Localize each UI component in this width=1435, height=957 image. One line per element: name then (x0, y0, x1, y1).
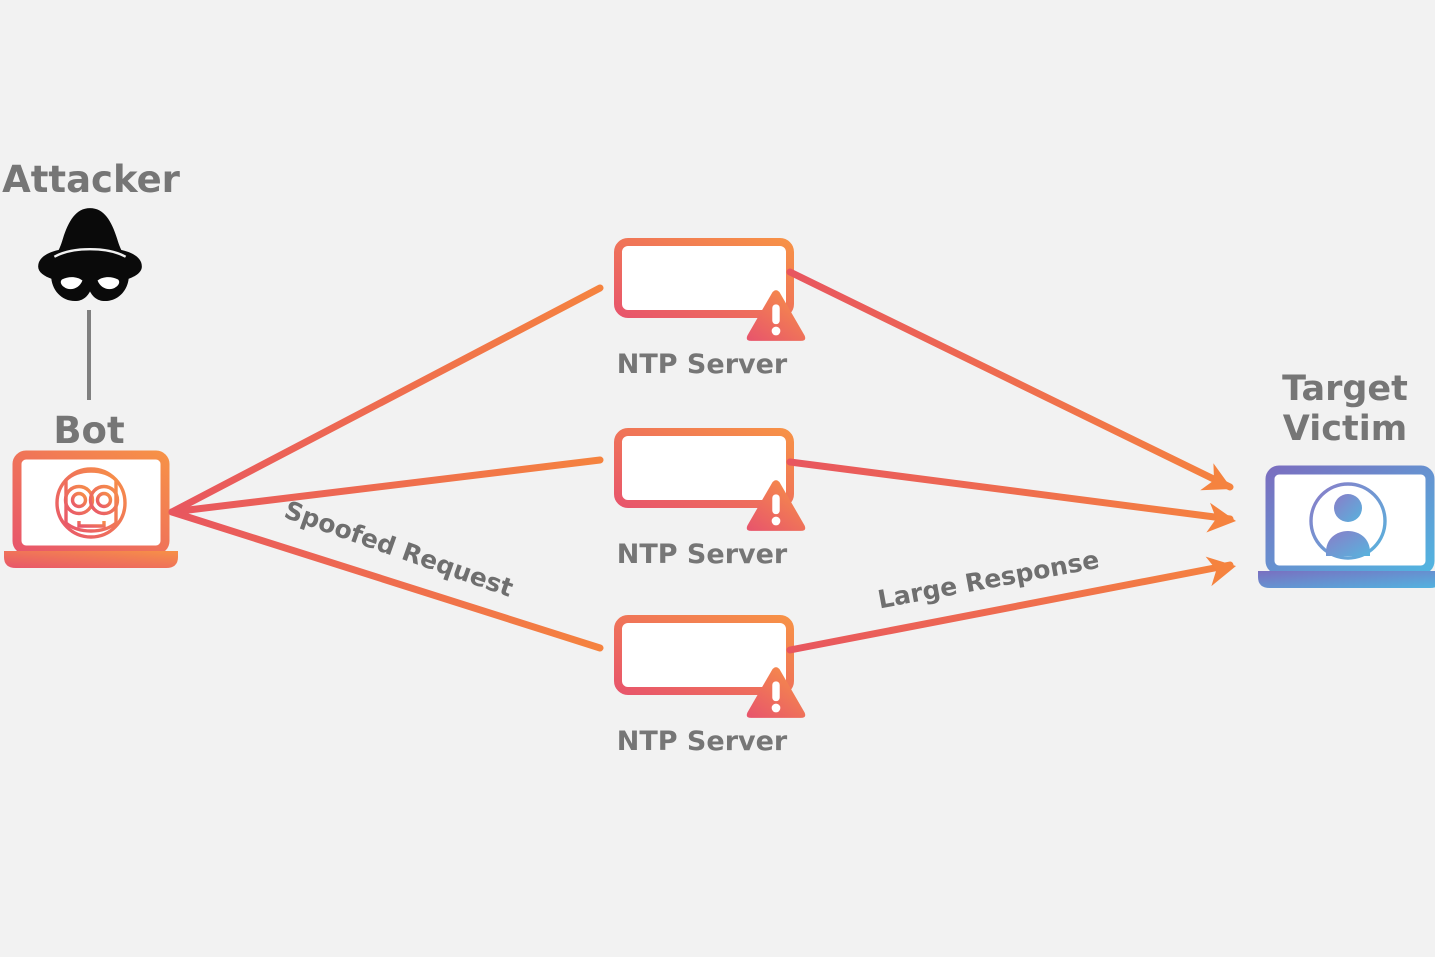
target-victim-label-line2: Victim (1283, 409, 1407, 449)
edge-server-2-to-victim (786, 458, 1234, 523)
attacker-label: Attacker (2, 158, 181, 201)
large-response-edges (786, 268, 1234, 654)
edge-server-1-to-victim (786, 268, 1234, 491)
target-victim-node: Target Victim (1258, 369, 1435, 588)
spoofed-request-edges (168, 284, 604, 652)
attacker-node: Attacker (2, 158, 181, 400)
arrowhead-1 (1200, 463, 1232, 491)
victim-arrowheads (1200, 463, 1236, 587)
ntp-server-3: NTP Server (617, 619, 806, 757)
ntp-server-2: NTP Server (617, 432, 806, 570)
ntp-server-1: NTP Server (617, 242, 806, 380)
arrowhead-2 (1206, 502, 1236, 533)
bot-label: Bot (53, 409, 124, 452)
arrowhead-3 (1205, 556, 1236, 587)
ntp-server-2-label: NTP Server (617, 539, 788, 570)
edge-bot-to-server-2 (168, 456, 604, 516)
ntp-server-1-label: NTP Server (617, 349, 788, 380)
edge-bot-to-server-3 (168, 508, 604, 652)
ntp-server-3-label: NTP Server (617, 726, 788, 757)
incognito-hat-mask-icon (38, 208, 142, 302)
user-laptop-icon (1258, 465, 1435, 588)
bot-node: Bot (4, 409, 178, 568)
large-response-label: Large Response (875, 545, 1101, 614)
edge-server-3-to-victim (786, 561, 1234, 654)
robot-laptop-icon (4, 450, 178, 568)
target-victim-label-line1: Target (1282, 369, 1408, 409)
edge-bot-to-server-1 (168, 284, 604, 516)
